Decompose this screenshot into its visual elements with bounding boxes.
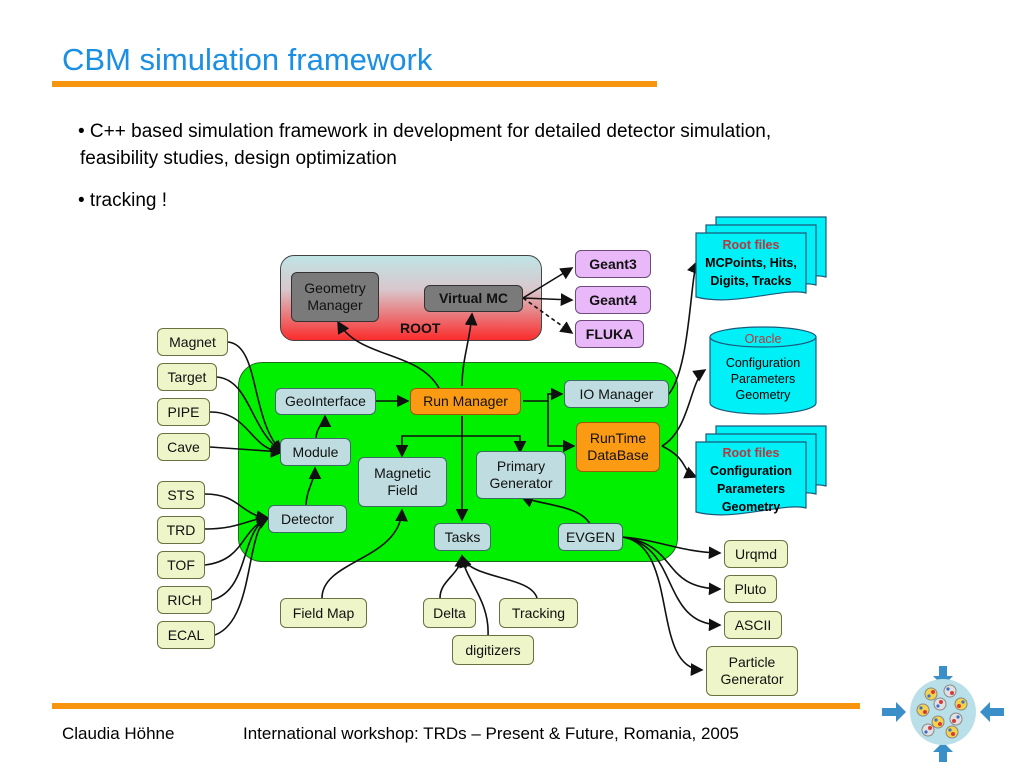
wire-vmc-geant3 [522,267,574,299]
module-box: Module [280,438,351,466]
wire-vmc-fluka [522,297,574,334]
oracle-label: Oracle Configuration Parameters Geometry [708,330,818,404]
wire-fieldmap-magfield [321,508,408,599]
oracle-line-1: Configuration [725,356,801,370]
run-manager-box: Run Manager [410,388,521,415]
module-magnet: Magnet [157,328,228,356]
compressed-nucleus-logo-icon [882,666,1004,762]
wire-run-rtdb [547,401,576,453]
wire-rtdb-rootparams [661,445,698,479]
footer-author: Claudia Höhne [62,724,175,743]
wire-rtdb-oracle [661,369,707,447]
root-files-params-label: Root files Configuration Parameters Geom… [694,444,808,516]
root-label: ROOT [400,320,441,336]
oracle-line-2: Parameters [730,372,796,386]
wire-evgen-partgen [621,536,704,676]
wire-module-geo [315,414,332,441]
root-files-output-line-2: Digits, Tracks [710,274,792,288]
wire-evgen-ascii [621,536,722,632]
bullet-line-1: • C++ based simulation framework in deve… [78,121,772,142]
wire-run-vmc [461,312,478,387]
tracking-box: Tracking [499,598,578,628]
runtime-database-box: RunTime DataBase [576,422,660,472]
engine-fluka: FLUKA [575,320,644,348]
module-target: Target [157,363,217,391]
generator-urqmd: Urqmd [724,540,788,568]
engine-geant4: Geant4 [575,286,651,314]
detector-tof: TOF [157,551,205,579]
wire-pipe-module [209,411,284,458]
wire-vmc-geant4 [522,293,574,306]
oracle-title: Oracle [744,332,782,346]
wire-run-io [523,387,564,402]
wire-delta-tasks [439,554,468,599]
generator-pluto: Pluto [724,575,777,603]
footer-event: International workshop: TRDs – Present &… [243,724,739,743]
detector-sts: STS [157,481,205,509]
field-map-box: Field Map [280,598,367,628]
module-pipe: PIPE [157,398,210,426]
wire-rich-det [211,516,270,601]
root-files-output-label: Root files MCPoints, Hits, Digits, Track… [694,236,808,290]
geometry-manager-box: Geometry Manager [291,272,379,322]
wire-evgen-primary [520,495,591,525]
geointerface-box: GeoInterface [275,388,376,415]
magnetic-field-box: Magnetic Field [358,457,447,507]
wire-ecal-det [214,517,270,636]
root-files-output-line-1: MCPoints, Hits, [705,256,797,270]
wire-cave-module [209,444,284,458]
root-files-params-line-1: Configuration [710,464,792,478]
wire-evgen-pluto [621,536,722,596]
wire-run-primary [461,416,527,454]
root-files-output-stack [695,216,827,301]
oracle-line-3: Geometry [735,388,791,402]
root-files-output-title: Root files [722,238,780,252]
module-cave: Cave [157,433,210,461]
detector-box: Detector [268,505,347,533]
bullet-tracking: • tracking ! [78,190,168,211]
detector-trd: TRD [157,516,205,544]
detector-rich: RICH [157,586,212,614]
primary-generator-box: Primary Generator [476,451,566,499]
wire-target-module [216,376,284,453]
wire-tracking-tasks [459,554,538,599]
bullet-line-2: feasibility studies, design optimization [80,148,397,169]
evgen-box: EVGEN [558,523,623,551]
io-manager-box: IO Manager [564,380,669,408]
root-files-params-title: Root files [722,446,780,460]
delta-box: Delta [423,598,476,628]
wire-evgen-urqmd [621,536,722,560]
virtual-mc-box: Virtual MC [424,285,523,312]
tasks-box: Tasks [434,523,491,551]
engine-geant3: Geant3 [575,250,651,278]
detector-ecal: ECAL [157,621,215,649]
slide-title: CBM simulation framework [62,42,433,77]
wire-magnet-module [227,341,284,454]
wire-digitizers-tasks [457,554,489,637]
title-underline [52,81,657,87]
root-files-params-stack [695,425,827,516]
wire-det-module [305,466,322,507]
root-files-params-line-2: Parameters [716,482,786,496]
generator-ascii: ASCII [724,611,782,639]
root-files-params-line-3: Geometry [721,500,781,514]
digitizers-box: digitizers [452,635,534,665]
footer-rule [52,703,860,709]
generator-particle: Particle Generator [706,646,798,696]
oracle-database-icon [709,326,817,415]
wire-run-geomgr [337,320,441,391]
wire-sts-det [204,493,270,524]
wire-run-magfield [395,435,462,458]
wire-io-rootfiles [667,260,699,396]
